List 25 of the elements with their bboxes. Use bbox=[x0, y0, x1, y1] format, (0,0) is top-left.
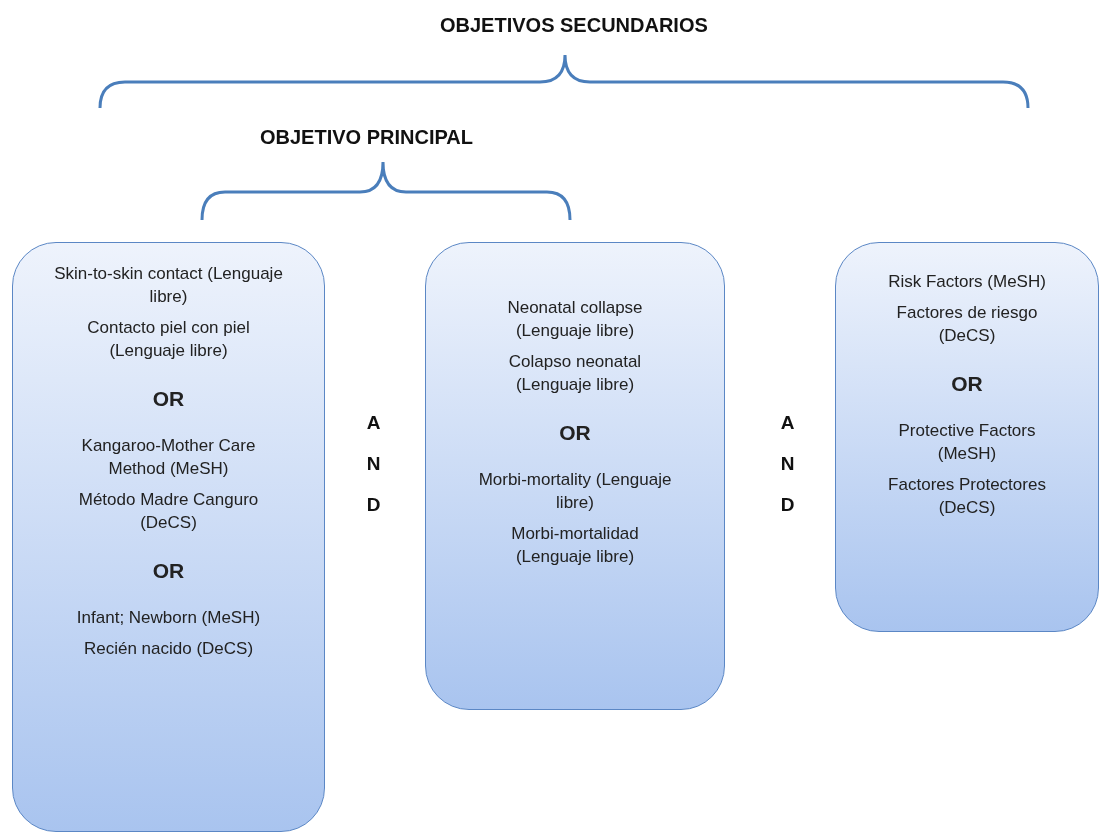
search-term: Kangaroo-Mother Care Method (MeSH) bbox=[80, 435, 257, 481]
search-term: Contacto piel con piel (Lenguaje libre) bbox=[86, 316, 251, 362]
rounded-box bbox=[425, 242, 725, 710]
search-term: Protective Factors (MeSH) bbox=[897, 420, 1037, 466]
operator-text: OR bbox=[152, 385, 185, 412]
search-term: Recién nacido (DeCS) bbox=[83, 638, 254, 661]
search-term: Infant; Newborn (MeSH) bbox=[76, 607, 261, 630]
operator-text: AND bbox=[776, 412, 798, 535]
search-term: Neonatal collapse (Lenguaje libre) bbox=[506, 297, 644, 342]
rounded-box bbox=[835, 242, 1099, 632]
operator-text: OR bbox=[559, 419, 591, 446]
search-term: Morbi-mortalidad (Lenguaje libre) bbox=[510, 522, 640, 568]
search-term: Factores Protectores (DeCS) bbox=[887, 474, 1047, 519]
heading: OBJETIVOS SECUNDARIOS bbox=[440, 14, 708, 37]
search-term: Factores de riesgo (DeCS) bbox=[895, 301, 1039, 347]
operator-text: OR bbox=[152, 557, 185, 584]
heading: OBJETIVO PRINCIPAL bbox=[260, 126, 473, 149]
search-term: Morbi-mortality (Lenguaje libre) bbox=[477, 469, 673, 515]
search-term: Skin-to-skin contact (Lenguaje libre) bbox=[53, 263, 284, 308]
search-term: Colapso neonatal (Lenguaje libre) bbox=[507, 350, 643, 396]
operator-text: AND bbox=[362, 412, 384, 535]
operator-text: OR bbox=[951, 370, 983, 397]
search-term: Método Madre Canguro (DeCS) bbox=[77, 488, 260, 534]
rounded-box bbox=[12, 242, 325, 832]
search-term: Risk Factors (MeSH) bbox=[888, 271, 1046, 293]
